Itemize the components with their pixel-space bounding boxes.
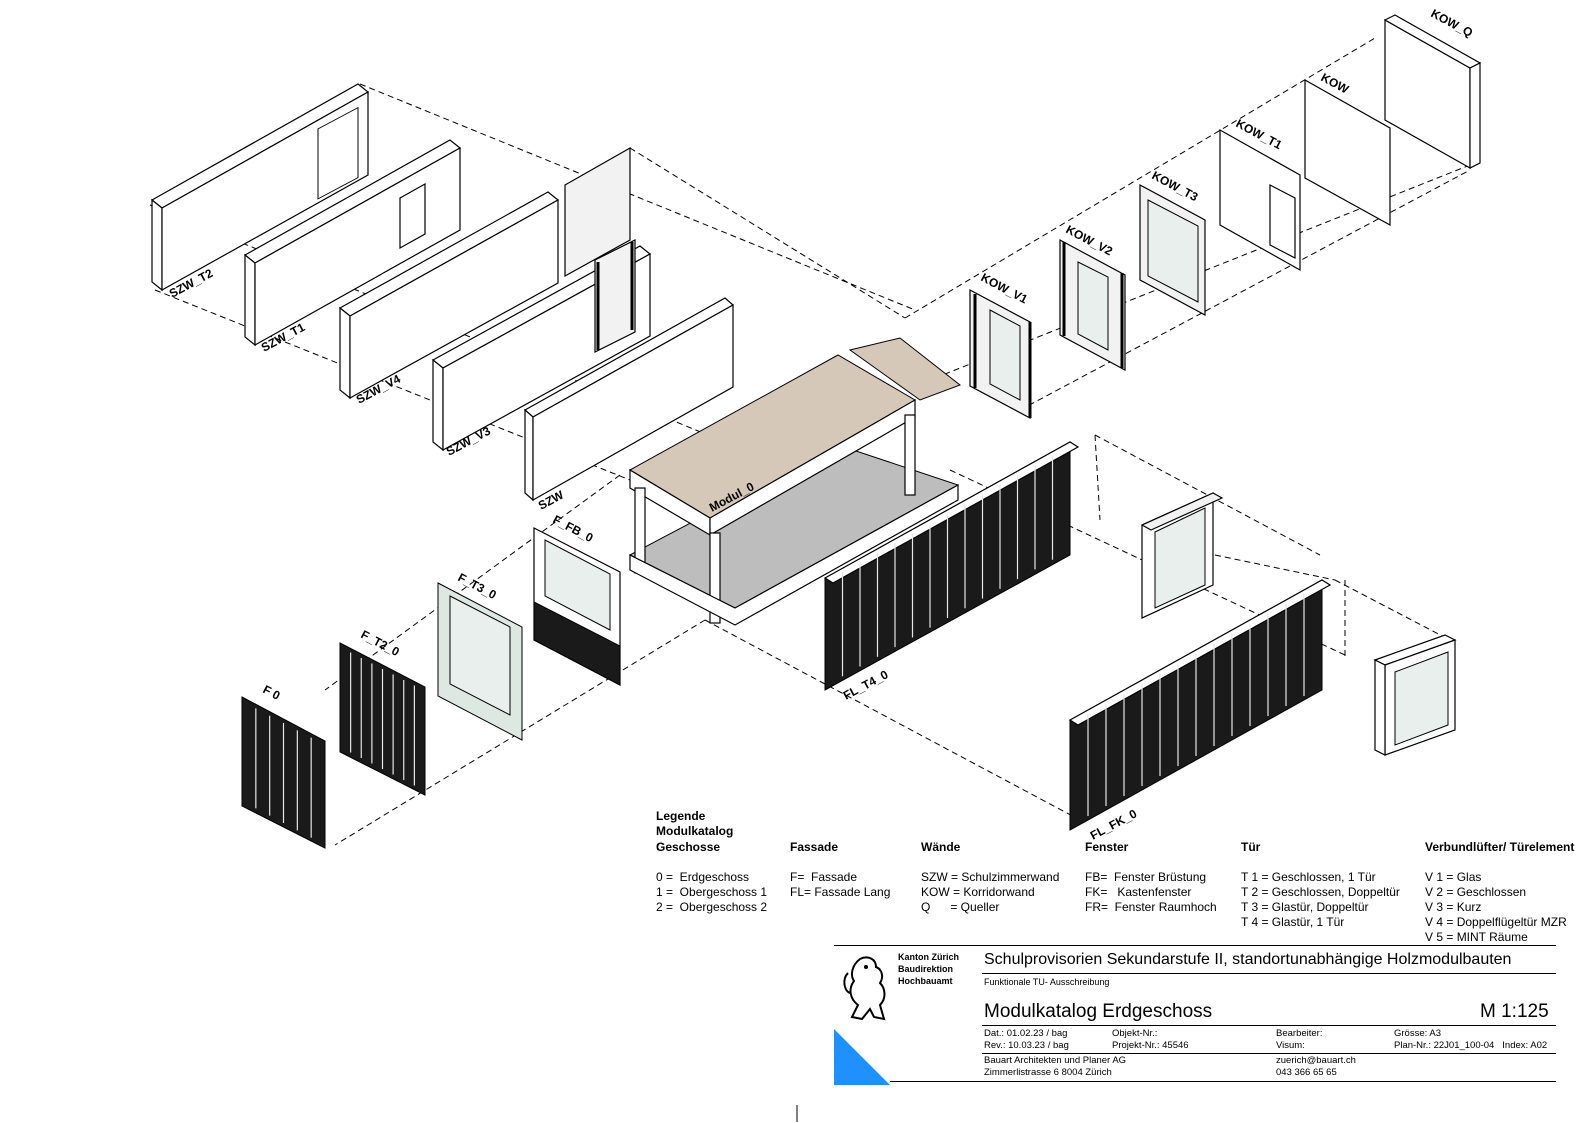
kow-walls (969, 14, 1482, 419)
legend-item: Q = Queller (921, 900, 1000, 914)
contact: zuerich@bauart.ch 043 366 65 65 (1276, 1055, 1356, 1079)
subtitle: Funktionale TU- Ausschreibung (984, 977, 1110, 987)
legend-item: V 3 = Kurz (1425, 900, 1482, 914)
object-number: Objekt-Nr.: (1112, 1028, 1158, 1039)
legend-heading: Wände (921, 840, 961, 854)
legend-item: FK= Kastenfenster (1085, 885, 1192, 899)
legend-item: V 5 = MINT Räume (1425, 930, 1528, 944)
legend-item: V 4 = Doppelflügeltür MZR (1425, 915, 1567, 929)
bearbeiter: Bearbeiter: (1276, 1028, 1323, 1039)
legend-item: FL= Fassade Lang (790, 885, 891, 899)
numbers: Objekt-Nr.: Projekt-Nr.: 45546 (1112, 1028, 1189, 1052)
sheet-title: Modulkatalog Erdgeschoss (984, 1001, 1213, 1022)
office-address: Bauart Architekten und Planer AG Zimmerl… (984, 1055, 1126, 1079)
legend-item: T 3 = Glastür, Doppeltür (1241, 900, 1369, 914)
legend-item: T 2 = Geschlossen, Doppeltür (1241, 885, 1400, 899)
legend-item: T 4 = Glastür, 1 Tür (1241, 915, 1345, 929)
editors: Bearbeiter: Visum: (1276, 1028, 1322, 1052)
plan-index: Index: A02 (1502, 1040, 1548, 1051)
long-facades (823, 441, 1457, 831)
legend-heading: Tür (1241, 840, 1261, 854)
project-number: Projekt-Nr.: 45546 (1112, 1040, 1189, 1051)
szw-walls (150, 83, 735, 502)
legend-column-tuer: Tür T 1 = Geschlossen, 1 Tür T 2 = Gesch… (1241, 840, 1400, 930)
legend-item: SZW = Schulzimmerwand (921, 870, 1060, 884)
legend-item: 1 = Obergeschoss 1 (656, 885, 768, 899)
label-kow-q: KOW_Q (1429, 6, 1476, 40)
office-name: Bauart Architekten und Planer AG (984, 1055, 1127, 1066)
dates: Dat.: 01.02.23 / bag Rev.: 10.03.23 / ba… (984, 1028, 1069, 1052)
project-title: Schulprovisorien Sekundarstufe II, stand… (984, 951, 1512, 968)
legend-heading: Verbundlüfter/ Türelement (1425, 840, 1575, 854)
legend-item: FB= Fenster Brüstung (1085, 870, 1207, 884)
fl-t4-0-stripes (841, 455, 1054, 677)
legend-column-fenster: Fenster FB= Fenster Brüstung FK= Kastenf… (1085, 840, 1217, 915)
fl-fk-0-stripes (1087, 594, 1305, 816)
legend-column-verbundluefter: Verbundlüfter/ Türelement V 1 = Glas V 2… (1425, 840, 1574, 945)
legend-item: F= Fassade (790, 870, 858, 884)
logo-line: Kanton Zürich (898, 952, 959, 962)
legend-column-fassade: Fassade F= Fassade FL= Fassade Lang (790, 840, 890, 900)
legend-item: T 1 = Geschlossen, 1 Tür (1241, 870, 1376, 884)
legend-item: FR= Fenster Raumhoch (1085, 900, 1217, 914)
legend-column-geschosse: Geschosse 0 = Erdgeschoss 1 = Obergescho… (656, 840, 767, 915)
title-block: Kanton Zürich Baudirektion Hochbauamt Sc… (834, 945, 1556, 1085)
phone: 043 366 65 65 (1276, 1067, 1337, 1078)
f-t2-0-stripes (350, 652, 415, 786)
plan-number: Plan-Nr.: 22J01_100-04 (1394, 1040, 1495, 1051)
legend-item: V 1 = Glas (1425, 870, 1482, 884)
blue-triangle-icon (834, 1029, 890, 1085)
logo-line: Hochbauamt (898, 976, 953, 986)
facade-modules (241, 527, 621, 849)
legend-heading: Fassade (790, 840, 839, 854)
lion-logo-icon (843, 956, 886, 1021)
email: zuerich@bauart.ch (1276, 1055, 1356, 1066)
modul-0 (628, 337, 962, 626)
legend-title: Legende Modulkatalog : (656, 809, 734, 853)
date-revised: Rev.: 10.03.23 / bag (984, 1040, 1069, 1051)
legend-heading: Fenster (1085, 840, 1129, 854)
visum: Visum: (1276, 1040, 1305, 1051)
logo-line: Baudirektion (898, 964, 954, 974)
scale: M 1:125 (1480, 1001, 1549, 1022)
legend-heading: Geschosse (656, 840, 721, 854)
date-created: Dat.: 01.02.23 / bag (984, 1028, 1068, 1039)
legend-item: 0 = Erdgeschoss (656, 870, 750, 884)
office-street: Zimmerlistrasse 6 8004 Zürich (984, 1067, 1112, 1078)
legend-item: 2 = Obergeschoss 2 (656, 900, 768, 914)
size: Grösse: A3 (1394, 1028, 1441, 1039)
plan-info: Grösse: A3 Plan-Nr.: 22J01_100-04 Index:… (1394, 1028, 1547, 1052)
logo-text: Kanton Zürich Baudirektion Hochbauamt (898, 951, 959, 987)
label-f-0: F 0 (261, 682, 283, 703)
legend-column-waende: Wände SZW = Schulzimmerwand KOW = Korrid… (921, 840, 1059, 915)
f0-stripes (255, 708, 312, 838)
label-f-t2-0: F_T2_0 (359, 627, 402, 659)
legend-item: KOW = Korridorwand (921, 885, 1035, 899)
legend-item: V 2 = Geschlossen (1425, 885, 1527, 899)
